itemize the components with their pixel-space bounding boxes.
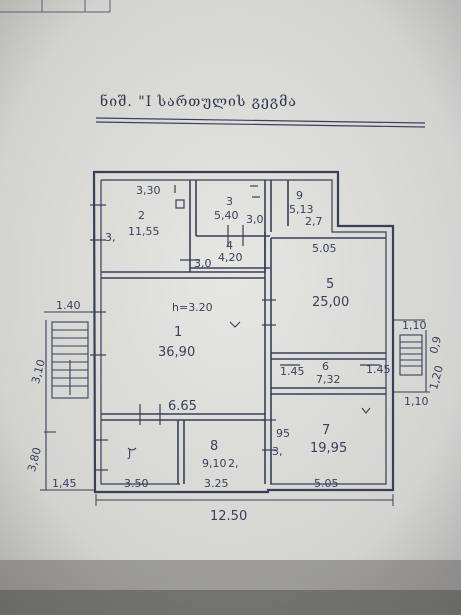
- title-underline: [95, 117, 426, 128]
- plan-title: ნიშ. "I სართულის გეგმა: [100, 94, 297, 110]
- room-3-area: 5,40: [214, 209, 239, 222]
- dim-r7-side2: 95: [276, 427, 290, 440]
- dim-top-left: 3,30: [136, 184, 161, 197]
- dim-right-step: 1,10: [402, 319, 427, 332]
- outer-walls: [92, 170, 395, 494]
- room-4-area: 4,20: [218, 251, 243, 264]
- room-1-area: 36,90: [158, 345, 196, 360]
- internal-walls: [101, 180, 386, 484]
- overall-dimension-line: [95, 494, 394, 506]
- room-9-number: 9: [296, 189, 303, 202]
- dim-r6-left: 1.45: [280, 365, 305, 378]
- left-stair: [40, 311, 96, 491]
- room-5-number: 5: [326, 277, 335, 292]
- door-marks: [127, 321, 371, 451]
- room-4-number: 4: [226, 239, 233, 252]
- dim-room1-width: 6.65: [168, 399, 197, 414]
- right-stair: [393, 319, 430, 393]
- room-1-number: 1: [174, 325, 183, 340]
- room-9-area: 5,13: [289, 203, 314, 216]
- room-5-area: 25,00: [312, 295, 350, 310]
- page-header-table-fragment: [0, 0, 111, 13]
- room-2-area: 11,55: [128, 225, 160, 238]
- room-7-area: 19,95: [310, 441, 348, 456]
- dim-r7-side: 3,: [272, 445, 283, 458]
- dim-stair-width: 1.40: [56, 299, 81, 312]
- room-1-height: h=3.20: [172, 301, 213, 314]
- room-8-number: 8: [210, 439, 219, 454]
- room-6-area: 7,32: [316, 373, 341, 386]
- dim-r5-width: 5.05: [312, 242, 337, 255]
- bottom-shadow-dark: [0, 590, 461, 615]
- dim-room8-width: 3.25: [204, 477, 229, 490]
- dim-right-step2: 1,10: [404, 395, 429, 408]
- dim-r3-side: 3,0: [246, 213, 264, 226]
- dim-r9-side: 2,7: [305, 215, 323, 228]
- room-j-label: J: [128, 447, 132, 460]
- opening-ticks: [90, 185, 380, 471]
- dim-r6-right: 1.45: [366, 363, 391, 376]
- room-8-area: 9,10: [202, 457, 227, 470]
- dim-room8-side: 2,: [228, 457, 239, 470]
- dim-r7-bottom: 5.05: [314, 477, 339, 490]
- room-2-number: 2: [138, 209, 145, 222]
- dim-room2-side: 3,: [105, 231, 116, 244]
- dim-overall-width: 12.50: [210, 509, 248, 524]
- dim-r4-left: 3,0: [194, 257, 212, 270]
- dim-bottom-left: 3.50: [124, 477, 149, 490]
- dim-corner-bottom: 1,45: [52, 477, 77, 490]
- room-7-number: 7: [322, 423, 331, 438]
- room-6-number: 6: [322, 360, 329, 373]
- room-3-number: 3: [226, 195, 233, 208]
